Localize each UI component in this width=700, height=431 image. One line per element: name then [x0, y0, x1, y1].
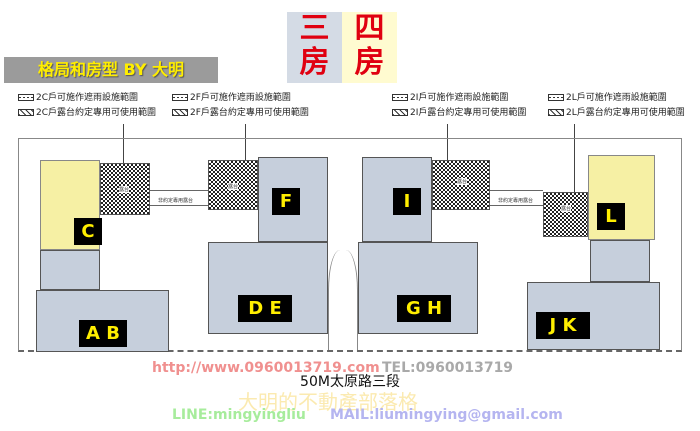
legend-terrace: 2I戶露台約定專用可使用範圍: [410, 108, 527, 118]
leader-line: [123, 124, 124, 164]
unit-label-ab: A B: [79, 320, 127, 347]
core: [40, 250, 100, 290]
legend-awning: 2L戶可施作遮雨設施範圍: [566, 93, 667, 103]
unit-label-jk: J K: [536, 312, 590, 339]
legend-2c: 2C戶可施作遮雨設施範圍 2C戶露台約定專用可使用範圍: [18, 91, 156, 121]
watermark-line: LINE:mingyingliu: [172, 407, 306, 423]
watermark-blog: 大明的不動產部落格: [238, 390, 418, 414]
hatch-swatch-icon: [18, 109, 34, 116]
non-exclusive-terrace-label: 非約定專用露台: [498, 198, 534, 204]
walkway: [150, 190, 208, 206]
non-exclusive-terrace-label: 非約定專用露台: [158, 198, 194, 204]
dashed-swatch-icon: [172, 94, 188, 101]
terrace-label: 露台: [457, 178, 468, 185]
terrace-label: 露台: [561, 205, 572, 212]
unit-label-i: I: [393, 188, 421, 215]
terrace-label: 露台: [228, 183, 239, 190]
legend-terrace: 2C戶露台約定專用可使用範圍: [36, 108, 157, 118]
dashed-swatch-icon: [18, 94, 34, 101]
watermark-mail: MAIL:liumingying@gmail.com: [330, 407, 563, 423]
legend-awning: 2C戶可施作遮雨設施範圍: [36, 93, 139, 103]
legend-awning: 2I戶可施作遮雨設施範圍: [410, 93, 509, 103]
central-arc: [328, 250, 358, 350]
hatch-swatch-icon: [392, 109, 408, 116]
legend-2i: 2I戶可施作遮雨設施範圍 2I戶露台約定專用可使用範圍: [392, 91, 526, 121]
unit-label-c: C: [74, 218, 102, 245]
walkway: [490, 190, 543, 206]
terrace-l: [543, 192, 588, 237]
dashed-swatch-icon: [548, 94, 564, 101]
unit-label-de: D E: [238, 295, 292, 322]
legend-2f: 2F戶可施作遮雨設施範圍 2F戶露台約定專用可使用範圍: [172, 91, 309, 121]
hatch-swatch-icon: [548, 109, 564, 116]
hatch-swatch-icon: [172, 109, 188, 116]
core: [590, 240, 650, 282]
legend-awning: 2F戶可施作遮雨設施範圍: [190, 93, 291, 103]
legend-terrace: 2L戶露台約定專用可使用範圍: [566, 108, 685, 118]
watermark-tel: TEL:0960013719: [382, 360, 514, 376]
leader-line: [447, 124, 448, 160]
site-boundary: [18, 138, 682, 352]
three-rooms-label: 三房: [287, 12, 342, 83]
leader-line: [245, 124, 246, 160]
unit-label-gh: G H: [397, 295, 451, 322]
legend-2l: 2L戶可施作遮雨設施範圍 2L戶露台約定專用可使用範圍: [548, 91, 685, 121]
dashed-swatch-icon: [392, 94, 408, 101]
road-label: 50M太原路三段: [300, 374, 400, 390]
leader-line: [574, 124, 575, 196]
legend-terrace: 2F戶露台約定專用可使用範圍: [190, 108, 309, 118]
terrace-label: 露台: [119, 186, 130, 193]
unit-label-f: F: [272, 188, 300, 215]
unit-label-l: L: [597, 203, 625, 230]
four-rooms-label: 四房: [342, 12, 397, 83]
watermark-url: http://www.0960013719.com: [152, 360, 380, 376]
page-title: 格局和房型 BY 大明: [4, 57, 218, 83]
terrace-i: [432, 160, 490, 210]
